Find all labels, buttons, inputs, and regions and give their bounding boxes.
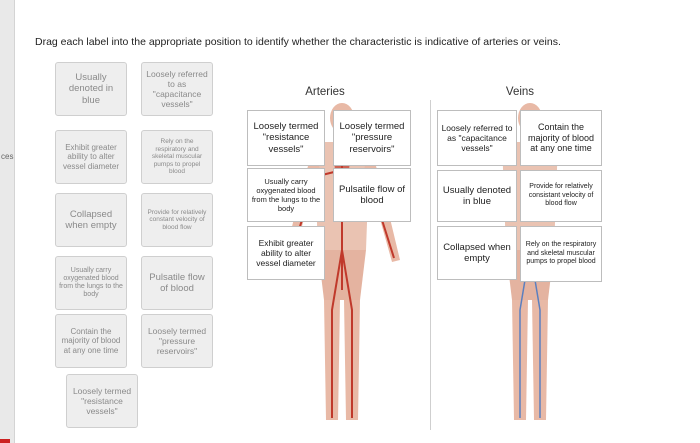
bank-label-capacitance-vessels[interactable]: Loosely referred to as "capacitance vess… <box>141 62 213 116</box>
bank-label-respiratory-pumps[interactable]: Rely on the respiratory and skeletal mus… <box>141 130 213 184</box>
bank-label-pressure-reservoirs[interactable]: Loosely termed "pressure reservoirs" <box>141 314 213 368</box>
arteries-slot-5[interactable]: Exhibit greater ability to alter vessel … <box>247 226 325 280</box>
bank-label-denoted-blue[interactable]: Usually denoted in blue <box>55 62 127 116</box>
instructions-text: Drag each label into the appropriate pos… <box>35 36 561 48</box>
veins-slot-4[interactable]: Provide for relatively consistant veloci… <box>520 170 602 222</box>
arteries-slot-2[interactable]: Loosely termed "pressure reservoirs" <box>333 110 411 166</box>
bank-label-constant-velocity[interactable]: Provide for relatively constant velocity… <box>141 193 213 247</box>
bank-label-majority-blood[interactable]: Contain the majority of blood at any one… <box>55 314 127 368</box>
bank-label-resistance-vessels[interactable]: Loosely termed "resistance vessels" <box>66 374 138 428</box>
veins-slot-3[interactable]: Usually denoted in blue <box>437 170 517 222</box>
veins-slot-2[interactable]: Contain the majority of blood at any one… <box>520 110 602 166</box>
sidebar-edge-text: ces <box>1 152 14 161</box>
arteries-slot-3[interactable]: Usually carry oxygenated blood from the … <box>247 168 325 222</box>
bank-label-alter-diameter[interactable]: Exhibit greater ability to alter vessel … <box>55 130 127 184</box>
bank-label-oxygenated-blood[interactable]: Usually carry oxygenated blood from the … <box>55 256 127 310</box>
veins-slot-1[interactable]: Loosely referred to as "capacitance vess… <box>437 110 517 166</box>
veins-slot-5[interactable]: Collapsed when empty <box>437 226 517 280</box>
bank-label-pulsatile-flow[interactable]: Pulsatile flow of blood <box>141 256 213 310</box>
column-separator <box>430 100 431 430</box>
left-sidebar-edge <box>0 0 15 443</box>
arteries-slot-1[interactable]: Loosely termed "resistance vessels" <box>247 110 325 166</box>
arteries-slot-4[interactable]: Pulsatile flow of blood <box>333 168 411 222</box>
arteries-title: Arteries <box>305 86 345 98</box>
veins-title: Veins <box>505 86 535 98</box>
sidebar-red-marker <box>0 439 10 443</box>
veins-slot-6[interactable]: Rely on the respiratory and skeletal mus… <box>520 226 602 282</box>
bank-label-collapsed-empty[interactable]: Collapsed when empty <box>55 193 127 247</box>
